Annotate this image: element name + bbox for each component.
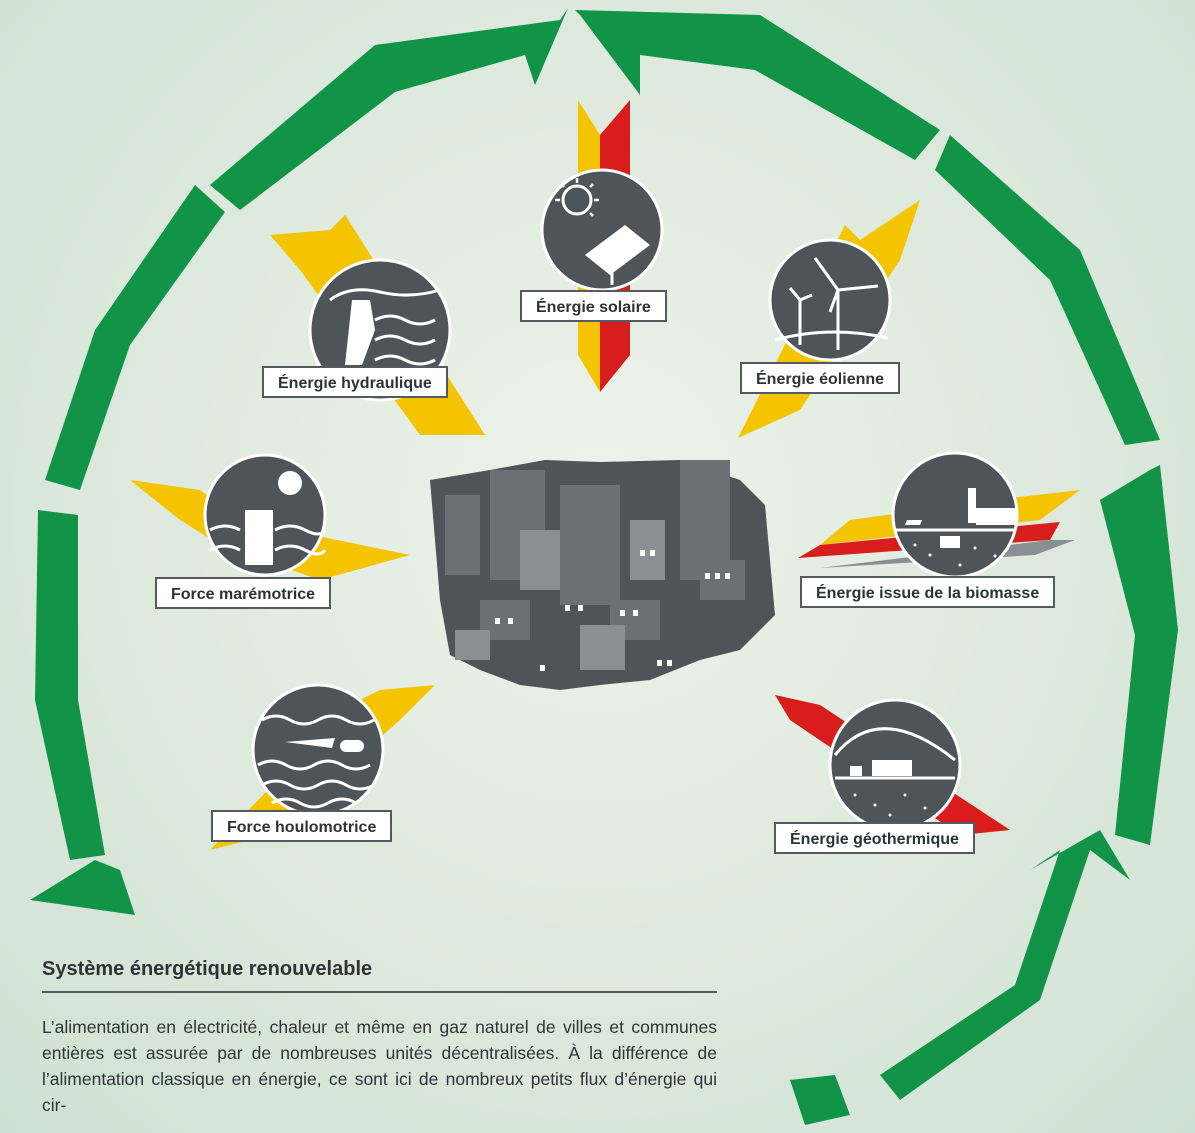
solar-panel-icon bbox=[540, 168, 664, 292]
tidal-plant-icon bbox=[203, 453, 327, 577]
cycle-arrow-right-mid bbox=[1100, 465, 1178, 845]
caption-body: L’alimentation en électricité, chaleur e… bbox=[42, 1017, 717, 1115]
cycle-arrow-bottom-right bbox=[790, 1075, 850, 1125]
cycle-arrow-right-lower bbox=[880, 830, 1130, 1100]
label-tidal: Force marémotrice bbox=[155, 577, 332, 609]
label-geothermal: Énergie géothermique bbox=[774, 822, 975, 854]
cycle-arrow-top-right bbox=[935, 135, 1160, 445]
cycle-arrow-left-mid bbox=[35, 510, 105, 860]
label-biomass: Énergie issue de la biomasse bbox=[800, 576, 1056, 608]
cycle-arrow-top-left bbox=[210, 8, 568, 210]
geothermal-plant-icon bbox=[828, 698, 962, 832]
label-solar: Énergie solaire bbox=[520, 290, 667, 322]
cycle-arrow-left-lower bbox=[30, 860, 135, 915]
wave-energy-icon bbox=[251, 683, 385, 817]
label-wave: Force houlomotrice bbox=[211, 810, 393, 842]
wind-turbine-icon bbox=[768, 238, 892, 362]
label-hydro: Énergie hydraulique bbox=[262, 366, 448, 398]
label-wind: Énergie éolienne bbox=[740, 362, 901, 394]
cycle-arrow-top bbox=[575, 10, 940, 160]
caption-title: Système énergétique renouvelable bbox=[42, 958, 717, 993]
city-icon bbox=[430, 460, 775, 690]
biomass-plant-icon bbox=[891, 451, 1019, 579]
dam-icon bbox=[308, 258, 452, 402]
cycle-arrow-left-upper bbox=[45, 185, 225, 490]
cycle-arrows bbox=[30, 8, 1178, 1125]
